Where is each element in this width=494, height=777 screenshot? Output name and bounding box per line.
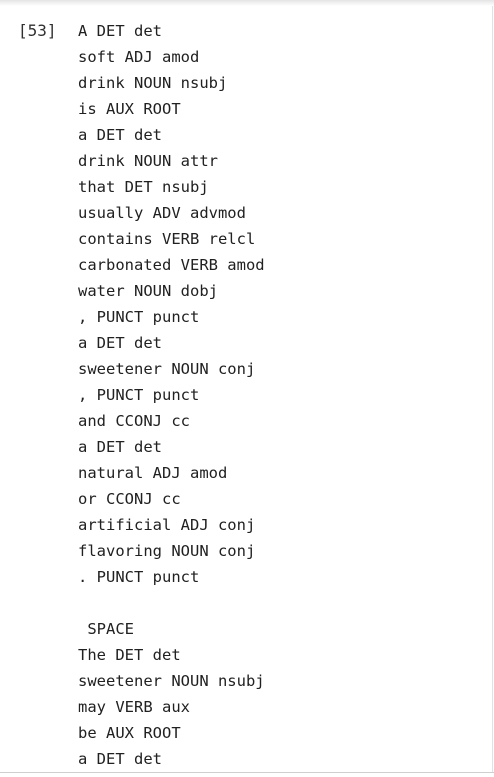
output-line: a DET det: [78, 438, 162, 456]
output-line: , PUNCT punct: [78, 386, 200, 404]
output-line: drink NOUN nsubj: [78, 74, 228, 92]
output-line: The DET det: [78, 646, 181, 664]
output-line: A DET det: [78, 22, 162, 40]
output-line: carbonated VERB amod: [78, 256, 265, 274]
output-line: drink NOUN attr: [78, 152, 218, 170]
cell-divider: [0, 772, 494, 773]
output-line: natural ADJ amod: [78, 464, 228, 482]
output-line: a DET det: [78, 334, 162, 352]
output-line: , PUNCT punct: [78, 308, 200, 326]
notebook-output-cell[interactable]: [53] A DET det soft ADJ amod drink NOUN ns…: [0, 6, 493, 772]
output-line: and CCONJ cc: [78, 412, 190, 430]
output-line: sweetener NOUN conj: [78, 360, 256, 378]
output-line: [78, 590, 265, 616]
output-line: a DET det: [78, 750, 162, 768]
output-line: or CCONJ cc: [78, 490, 181, 508]
output-line: is AUX ROOT: [78, 100, 181, 118]
output-line: that DET nsubj: [78, 178, 209, 196]
output-line: artificial ADJ conj: [78, 516, 256, 534]
output-line: . PUNCT punct: [78, 568, 200, 586]
output-line: sweetener NOUN nsubj: [78, 672, 265, 690]
output-line: water NOUN dobj: [78, 282, 218, 300]
output-line: soft ADJ amod: [78, 48, 200, 66]
output-line: may VERB aux: [78, 698, 190, 716]
output-line: flavoring NOUN conj: [78, 542, 256, 560]
top-shadow: [0, 0, 494, 6]
output-line: a DET det: [78, 126, 162, 144]
output-line: contains VERB relcl: [78, 230, 256, 248]
cell-output-text[interactable]: A DET det soft ADJ amod drink NOUN nsubj is…: [78, 18, 265, 772]
execution-count-prompt: [53]: [18, 21, 57, 40]
output-line: usually ADV advmod: [78, 204, 246, 222]
output-line: be AUX ROOT: [78, 724, 181, 742]
next-cell-edge: [0, 773, 494, 777]
output-line: SPACE: [78, 620, 134, 638]
